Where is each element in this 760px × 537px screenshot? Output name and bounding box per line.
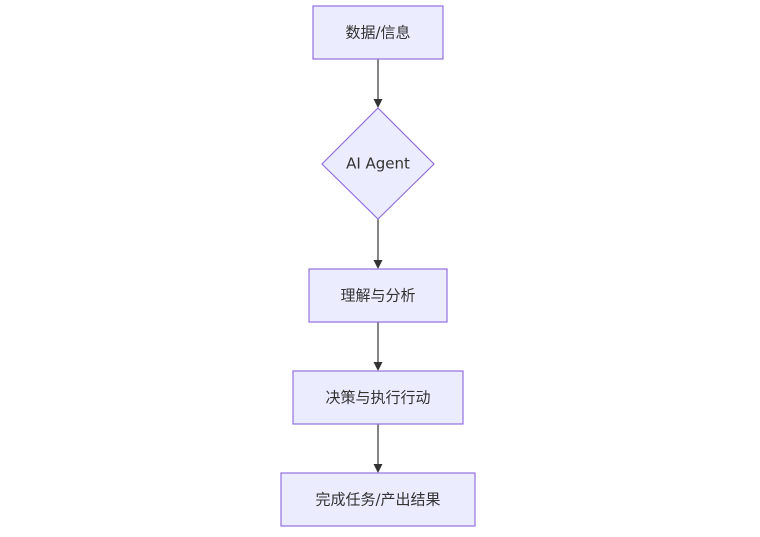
node-label: 数据/信息 <box>345 24 410 42</box>
node-ai-agent[interactable]: AI Agent <box>321 107 435 220</box>
node-label: 完成任务/产出结果 <box>315 491 440 509</box>
node-label: 理解与分析 <box>340 287 415 305</box>
edge-decide-to-complete <box>373 424 383 473</box>
arrow-head <box>373 260 383 269</box>
node-label: AI Agent <box>346 155 410 173</box>
node-box <box>312 5 444 60</box>
arrow-head <box>373 362 383 371</box>
node-box <box>308 268 448 323</box>
node-box <box>280 472 476 527</box>
edge-understand-to-decide <box>373 322 383 371</box>
node-decide-execute[interactable]: 决策与执行行动 <box>292 370 464 425</box>
arrow-head <box>373 99 383 108</box>
node-data-info[interactable]: 数据/信息 <box>312 5 444 60</box>
node-box <box>292 370 464 425</box>
node-complete-output[interactable]: 完成任务/产出结果 <box>280 472 476 527</box>
node-understand-analyze[interactable]: 理解与分析 <box>308 268 448 323</box>
node-diamond <box>321 107 435 220</box>
node-label: 决策与执行行动 <box>325 389 430 407</box>
arrow-head <box>373 464 383 473</box>
edge-data-to-agent <box>373 59 383 108</box>
edge-agent-to-understand <box>373 219 383 269</box>
